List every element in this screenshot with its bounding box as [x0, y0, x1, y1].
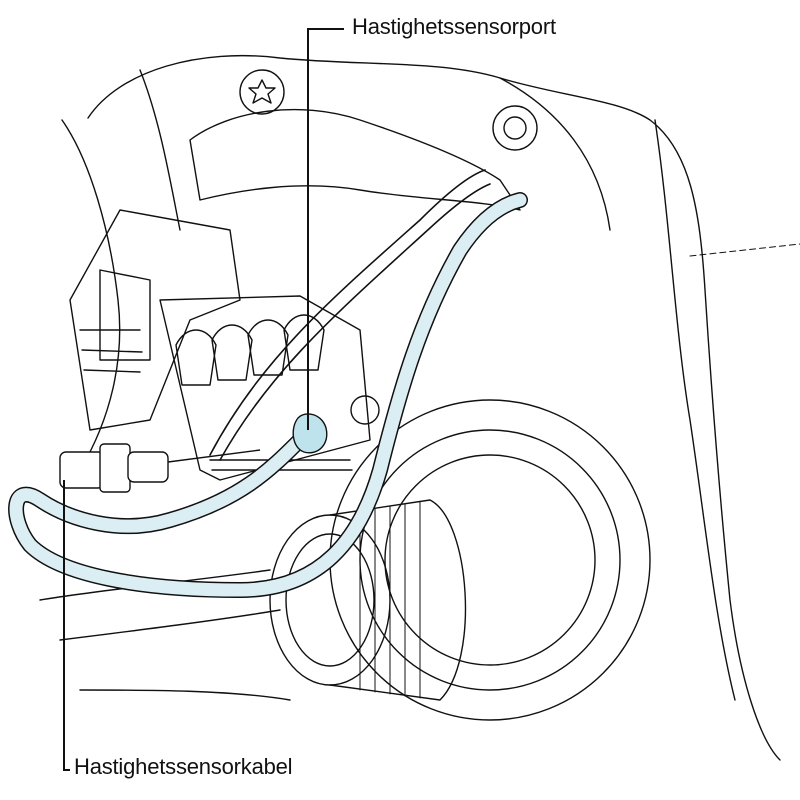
callout-leaders — [63, 28, 344, 771]
left-arm-inner — [139, 69, 181, 231]
pivot-bolt — [492, 105, 538, 151]
cable-loop-upper-2 — [219, 183, 491, 461]
lower-frame-bottom — [79, 689, 291, 701]
top-screw — [239, 69, 285, 115]
leader-port — [307, 28, 344, 430]
connector-slot-4 — [283, 314, 325, 371]
axle-end-inner — [285, 533, 375, 667]
motor-block-side — [99, 269, 151, 361]
speed-sensor-cable — [8, 192, 528, 598]
axle-splines — [359, 501, 421, 699]
top-screw-star-icon — [248, 79, 276, 104]
frame-inner — [499, 77, 611, 231]
sensor-plug — [59, 443, 261, 493]
axle-body — [329, 499, 467, 701]
cable-loop-upper — [209, 169, 486, 456]
sensor-port-highlight — [292, 413, 328, 454]
connector-slot-3 — [247, 319, 289, 376]
frame-dash — [689, 243, 800, 257]
motor-block-grip — [79, 329, 143, 373]
leader-cable — [63, 480, 70, 771]
connector-slot-1 — [175, 329, 217, 386]
motor-block — [69, 209, 241, 431]
frame-edge — [654, 119, 736, 701]
frame-outline — [87, 54, 781, 761]
left-arm — [61, 119, 121, 471]
housing-screw — [350, 395, 380, 425]
connector-housing — [159, 295, 371, 481]
chainring-inner — [359, 429, 621, 691]
callout-sensor-cable: Hastighetssensorkabel — [74, 754, 293, 779]
connector-slot-2 — [211, 324, 253, 381]
pivot-bolt-inner — [503, 116, 527, 140]
axle-end — [269, 514, 391, 686]
callout-sensor-port: Hastighetssensorport — [352, 14, 556, 39]
chainring-rim — [384, 454, 596, 666]
